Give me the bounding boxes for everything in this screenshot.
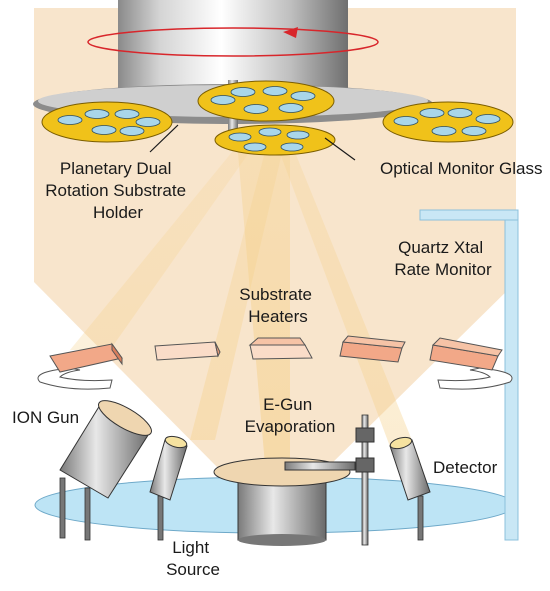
label-light-source: Light Source bbox=[166, 538, 220, 579]
label-quartz-monitor: Quartz Xtal Rate Monitor bbox=[394, 238, 492, 279]
deposition-beams bbox=[70, 130, 420, 465]
plate-center bbox=[197, 80, 335, 122]
heater-1 bbox=[49, 342, 123, 373]
leader-lines bbox=[149, 124, 356, 161]
e-gun-crucible bbox=[213, 457, 356, 546]
heater-4 bbox=[339, 335, 406, 363]
heater-3 bbox=[248, 337, 313, 360]
heater-rail bbox=[37, 367, 513, 390]
label-ion-gun: ION Gun bbox=[12, 408, 79, 427]
planetary-plates bbox=[41, 80, 514, 156]
heater-5 bbox=[429, 337, 503, 371]
plate-right bbox=[382, 101, 514, 143]
shutter-post bbox=[355, 414, 375, 546]
rotation-arrow bbox=[87, 27, 379, 57]
heater-2 bbox=[154, 341, 221, 361]
substrate-heaters bbox=[49, 335, 503, 373]
detector bbox=[389, 436, 431, 541]
label-substrate-heaters: Substrate Heaters bbox=[239, 285, 317, 326]
labels: Planetary Dual Rotation Substrate Holder… bbox=[12, 159, 543, 579]
label-optical-monitor: Optical Monitor Glass bbox=[380, 159, 543, 178]
ion-gun bbox=[59, 400, 152, 541]
plate-front bbox=[214, 124, 336, 156]
label-detector: Detector bbox=[433, 458, 498, 477]
label-planetary-holder: Planetary Dual Rotation Substrate Holder bbox=[45, 159, 191, 222]
light-source bbox=[149, 435, 188, 541]
plate-left bbox=[41, 101, 173, 143]
label-e-gun: E-Gun Evaporation bbox=[245, 395, 336, 436]
quartz-xtal-monitor bbox=[419, 209, 519, 541]
